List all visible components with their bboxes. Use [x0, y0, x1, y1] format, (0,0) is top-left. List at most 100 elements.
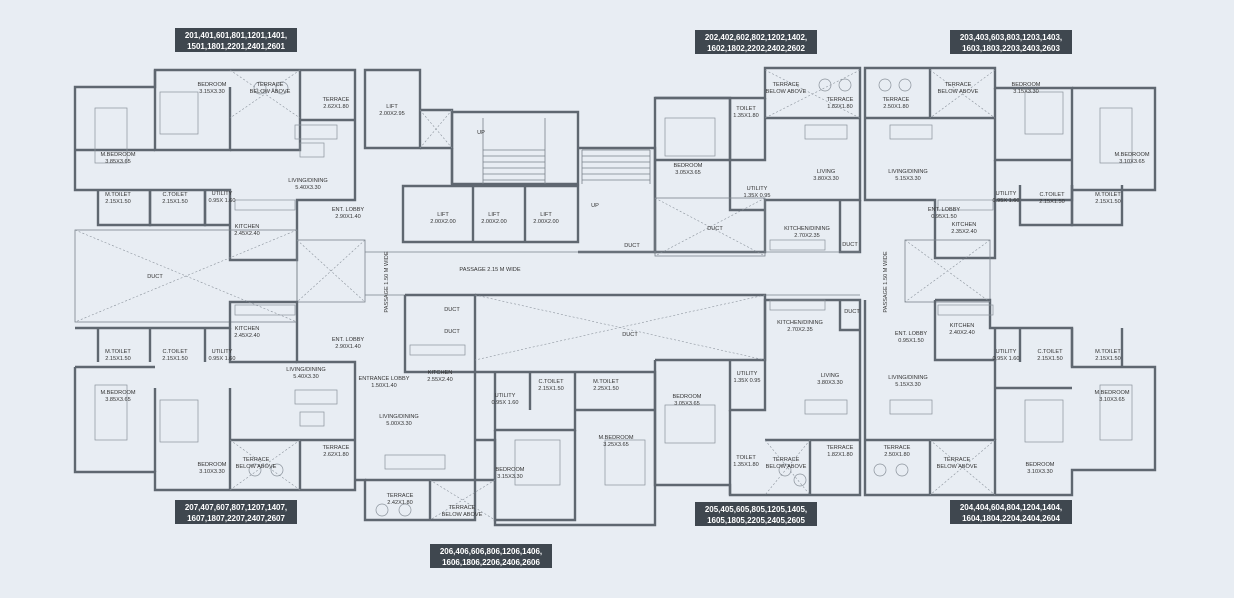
room-dimension: 3.05X3.65	[674, 401, 700, 407]
room-dimension: BELOW ABOVE	[250, 89, 291, 95]
unit-badge-205: 205,405,605,805,1205,1405, 1605,1805,220…	[695, 502, 817, 526]
room-dimension: 3.05X3.65	[675, 170, 701, 176]
room-name: M.BEDROOM	[1114, 152, 1149, 158]
duct-label: DUCT	[444, 329, 460, 335]
room-name: ENT. LOBBY	[332, 337, 365, 343]
room-dimension: 2.00X2.00	[430, 219, 456, 225]
room-name: TERRACE	[827, 97, 854, 103]
room-dimension: BELOW ABOVE	[442, 512, 483, 518]
unit-badge-201-line1: 201,401,601,801,1201,1401,	[185, 31, 287, 40]
annotations: DUCT DUCT DUCT DUCT DUCT DUCT DUCT DUCT …	[147, 130, 889, 338]
passage-left-label: PASSAGE 1.50 M WIDE	[384, 251, 390, 312]
room-name: ENT. LOBBY	[928, 207, 961, 213]
room-dimension: 0.95X 1.60	[992, 198, 1019, 204]
room-dimension: 5.40X3.30	[293, 374, 319, 380]
room-dimension: 2.62X1.80	[323, 452, 349, 458]
room-name: BEDROOM	[198, 82, 227, 88]
room-name: TERRACE	[884, 445, 911, 451]
room-dimension: 5.40X3.30	[295, 185, 321, 191]
room-dimension: 3.10X3.30	[199, 469, 225, 475]
room-name: LIVING/DINING	[379, 414, 418, 420]
room-name: LIFT	[540, 212, 552, 218]
room-name: C.TOILET	[162, 192, 188, 198]
room-name: BEDROOM	[1012, 82, 1041, 88]
room-name: BEDROOM	[198, 462, 227, 468]
unit-badge-206-line2: 1606,1806,2206,2406,2606	[442, 558, 540, 567]
room-name: BEDROOM	[673, 394, 702, 400]
room-name: UTILITY	[212, 349, 233, 355]
room-dimension: 3.25X3.65	[603, 442, 629, 448]
duct-crosses	[74, 69, 996, 521]
room-dimension: 0.95X 1.60	[491, 400, 518, 406]
furniture	[94, 78, 1133, 517]
room-dimension: 3.10X3.30	[1027, 469, 1053, 475]
unit-badge-202-line2: 1602,1802,2202,2402,2602	[707, 44, 805, 53]
room-name: ENTRANCE LOBBY	[359, 376, 410, 382]
room-name: C.TOILET	[538, 379, 564, 385]
room-name: LIFT	[437, 212, 449, 218]
room-name: KITCHEN	[952, 222, 977, 228]
room-name: UTILITY	[737, 371, 758, 377]
room-dimension: 5.00X3.30	[386, 421, 412, 427]
room-name: TERRACE	[773, 82, 800, 88]
room-name: TERRACE	[243, 457, 270, 463]
unit-badge-203-line1: 203,403,603,803,1203,1403,	[960, 33, 1062, 42]
room-name: TERRACE	[883, 97, 910, 103]
room-name: TERRACE	[323, 445, 350, 451]
room-name: M.BEDROOM	[598, 435, 633, 441]
duct-label: DUCT	[707, 226, 723, 232]
room-name: TERRACE	[257, 82, 284, 88]
room-dimension: BELOW ABOVE	[766, 464, 807, 470]
room-dimension: 2.15X1.50	[105, 356, 131, 362]
room-name: ENT. LOBBY	[332, 207, 365, 213]
room-dimension: 2.15X1.50	[538, 386, 564, 392]
room-name: LIVING/DINING	[286, 367, 325, 373]
room-name: M.TOILET	[105, 192, 131, 198]
room-dimension: 2.00X2.00	[481, 219, 507, 225]
room-dimension: 2.15X1.50	[1039, 199, 1065, 205]
unit-badge-201-line2: 1501,1801,2201,2401,2601	[187, 42, 285, 51]
room-name: LIVING/DINING	[288, 178, 327, 184]
room-dimension: 2.50X1.80	[883, 104, 909, 110]
room-name: UTILITY	[996, 191, 1017, 197]
room-dimension: 2.50X1.80	[884, 452, 910, 458]
room-dimension: 3.80X3.30	[813, 176, 839, 182]
unit-badge-205-line2: 1605,1805,2205,2405,2605	[707, 516, 805, 525]
unit-badge-206-line1: 206,406,606,806,1206,1406,	[440, 547, 542, 556]
room-name: UTILITY	[747, 186, 768, 192]
room-dimension: 2.15X1.50	[1037, 356, 1063, 362]
room-dimension: 2.00X2.00	[533, 219, 559, 225]
room-dimension: 2.45X2.40	[234, 231, 260, 237]
room-name: KITCHEN	[428, 370, 453, 376]
unit-badge-206: 206,406,606,806,1206,1406, 1606,1806,220…	[430, 544, 552, 568]
room-name: C.TOILET	[162, 349, 188, 355]
duct-label: DUCT	[842, 242, 858, 248]
room-dimension: 1.35X 0.95	[733, 378, 760, 384]
room-dimension: 2.15X1.50	[1095, 199, 1121, 205]
room-name: LIVING/DINING	[888, 375, 927, 381]
room-name: KITCHEN/DINING	[784, 226, 830, 232]
room-name: M.BEDROOM	[100, 152, 135, 158]
unit-badge-207-line2: 1607,1807,2207,2407,2607	[187, 514, 285, 523]
room-name: UTILITY	[996, 349, 1017, 355]
unit-badge-204-line1: 204,404,604,804,1204,1404,	[960, 503, 1062, 512]
room-dimension: 3.80X3.30	[817, 380, 843, 386]
room-dimension: BELOW ABOVE	[938, 89, 979, 95]
room-dimension: 2.40X2.40	[949, 330, 975, 336]
room-dimension: 2.90X1.40	[335, 214, 361, 220]
room-name: BEDROOM	[1026, 462, 1055, 468]
room-name: KITCHEN/DINING	[777, 320, 823, 326]
room-dimension: 5.15X3.30	[895, 176, 921, 182]
room-name: LIVING/DINING	[888, 169, 927, 175]
room-dimension: 2.15X1.50	[105, 199, 131, 205]
room-dimension: 5.15X3.30	[895, 382, 921, 388]
unit-badge-204: 204,404,604,804,1204,1404, 1604,1804,220…	[950, 500, 1072, 524]
room-name: LIVING	[817, 169, 835, 175]
room-dimension: 2.25X1.50	[593, 386, 619, 392]
room-name: C.TOILET	[1039, 192, 1065, 198]
room-name: TERRACE	[773, 457, 800, 463]
duct-label: DUCT	[844, 309, 860, 315]
unit-badge-201: 201,401,601,801,1201,1401, 1501,1801,220…	[175, 28, 297, 52]
room-dimension: 2.62X1.80	[323, 104, 349, 110]
